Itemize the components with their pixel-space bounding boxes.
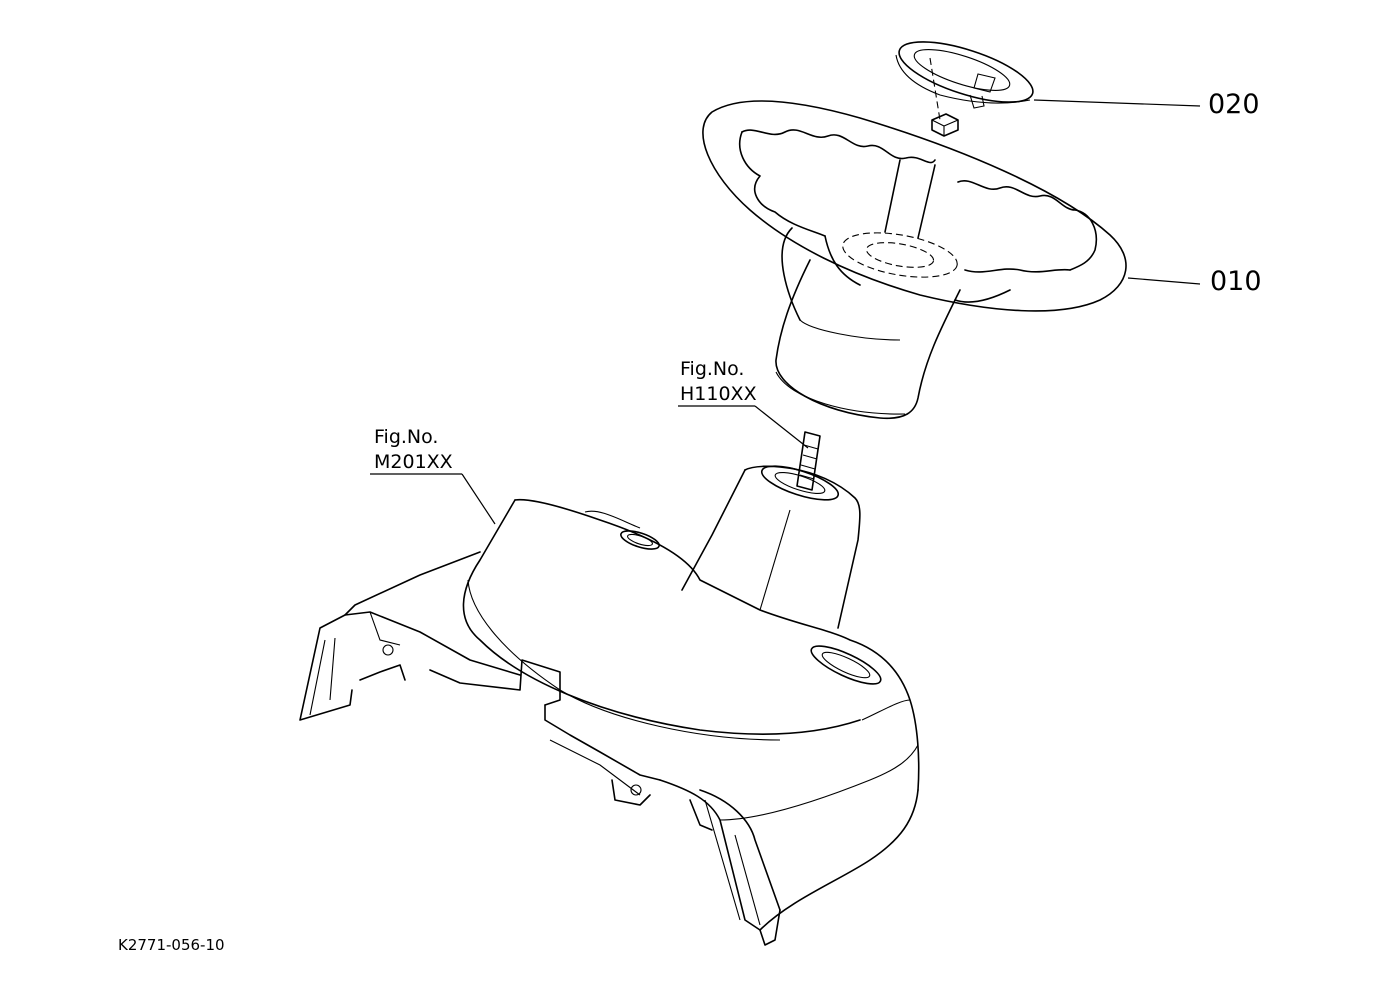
steering-nut: [931, 113, 959, 137]
steering-wheel-010: [702, 100, 1127, 420]
steering-shaft: [796, 431, 821, 491]
callout-020: 020: [1208, 89, 1260, 120]
figref-m201-number: M201XX: [374, 451, 453, 473]
leader-m201-diag: [461, 473, 496, 525]
figref-h110-label: Fig.No.: [680, 358, 745, 380]
figref-m201-label: Fig.No.: [374, 426, 439, 448]
horn-cap-020: [895, 41, 1034, 121]
leader-h110-diag: [754, 405, 809, 449]
dashboard-panel: [299, 498, 920, 946]
drawing-code: K2771-056-10: [118, 936, 225, 954]
figref-h110-number: H110XX: [680, 383, 757, 405]
leader-010: [1127, 277, 1201, 285]
callout-010: 010: [1210, 266, 1262, 297]
leader-020: [1033, 99, 1201, 107]
leader-lines: [370, 99, 1201, 525]
steering-column-tower: [681, 465, 861, 629]
